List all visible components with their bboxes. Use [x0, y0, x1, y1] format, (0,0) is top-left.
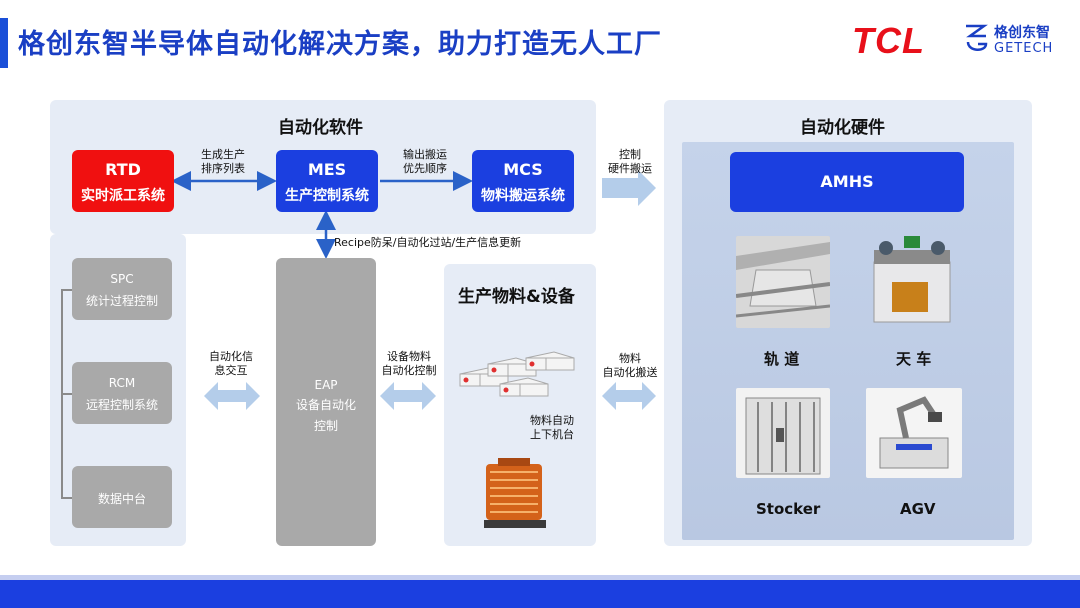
mes-eap-label: Recipe防呆/自动化过站/生产信息更新 — [334, 236, 522, 249]
material-move-block-arrow — [602, 382, 656, 410]
eap-desc1: 设备自动化 — [295, 398, 356, 412]
rtd-mes-label-line2: 排序列表 — [201, 162, 245, 175]
rtd-mes-label-line1: 生成生产 — [201, 148, 245, 161]
data-platform-box[interactable]: 数据中台 — [72, 466, 172, 528]
mes-mcs-label-line2: 优先顺序 — [403, 162, 447, 175]
equipment-image — [454, 344, 586, 402]
getech-logo-en: GETECH — [994, 41, 1054, 56]
rcm-desc: 远程控制系统 — [85, 398, 158, 412]
materials-panel-title: 生产物料&设备 — [458, 287, 575, 307]
mes-mcs-label-line1: 输出搬运 — [403, 148, 447, 161]
mes-name: MES — [307, 160, 347, 179]
stocker-image — [736, 388, 830, 478]
getech-logo-cn: 格创东智 — [994, 25, 1050, 41]
stocker-caption: Stocker — [756, 500, 821, 518]
eap-equip-label-line1: 设备物料 — [387, 350, 431, 363]
eap-equip-block-arrow — [380, 382, 436, 410]
control-label-line2: 硬件搬运 — [608, 162, 652, 175]
eap-box[interactable]: EAP 设备自动化 控制 — [276, 258, 376, 546]
mcs-desc: 物料搬运系统 — [481, 188, 565, 204]
eap-equip-label: 设备物料 自动化控制 — [374, 350, 444, 378]
material-move-label-line1: 物料 — [619, 352, 641, 365]
rtd-box[interactable]: RTD 实时派工系统 — [72, 150, 174, 212]
material-move-label-line2: 自动化搬送 — [602, 366, 658, 379]
software-panel-title: 自动化软件 — [278, 118, 363, 138]
getech-logo-mark-icon — [966, 24, 988, 51]
track-caption: 轨 道 — [764, 350, 800, 368]
overhead-vehicle-caption: 天 车 — [896, 350, 932, 368]
rtd-mes-label: 生成生产 排序列表 — [188, 148, 258, 176]
amhs-box[interactable]: AMHS — [730, 152, 964, 212]
rcm-box[interactable]: RCM 远程控制系统 — [72, 362, 172, 424]
overhead-vehicle-image — [864, 236, 960, 328]
track-image — [736, 236, 830, 328]
spc-box[interactable]: SPC 统计过程控制 — [72, 258, 172, 320]
info-block-arrow — [204, 382, 260, 410]
control-label-line1: 控制 — [619, 148, 641, 161]
rcm-name: RCM — [108, 376, 136, 390]
page-title: 格创东智半导体自动化解决方案，助力打造无人工厂 — [18, 29, 662, 60]
footer-accent-bar — [0, 575, 1080, 580]
rtd-name: RTD — [105, 160, 141, 179]
material-updown-label-line1: 物料自动 — [530, 414, 574, 427]
agv-image — [866, 388, 962, 478]
mcs-box[interactable]: MCS 物料搬运系统 — [472, 150, 574, 212]
control-block-arrow — [602, 170, 656, 206]
tcl-logo: TCL — [852, 20, 925, 61]
spc-name: SPC — [110, 272, 134, 286]
mes-mcs-label: 输出搬运 优先顺序 — [390, 148, 460, 176]
wafer-cassette-image — [478, 458, 552, 530]
agv-caption: AGV — [900, 500, 936, 518]
mcs-name: MCS — [503, 160, 543, 179]
hardware-panel-title: 自动化硬件 — [800, 118, 885, 138]
eap-name: EAP — [314, 378, 338, 392]
info-exchange-label: 自动化信 息交互 — [196, 350, 266, 378]
control-label: 控制 硬件搬运 — [598, 148, 662, 176]
data-platform-name: 数据中台 — [97, 492, 146, 506]
mes-desc: 生产控制系统 — [285, 188, 369, 204]
eap-desc2: 控制 — [313, 419, 338, 433]
mes-box[interactable]: MES 生产控制系统 — [276, 150, 378, 212]
spc-desc: 统计过程控制 — [85, 294, 158, 308]
title-accent-bar — [0, 18, 8, 68]
rtd-desc: 实时派工系统 — [81, 188, 165, 204]
getech-logo: 格创东智 GETECH — [962, 20, 1072, 60]
eap-equip-label-line2: 自动化控制 — [381, 364, 437, 377]
material-updown-label: 物料自动 上下机台 — [522, 414, 582, 442]
info-exchange-label-line1: 自动化信 — [209, 350, 253, 363]
footer-bar — [0, 580, 1080, 608]
material-move-label: 物料 自动化搬送 — [596, 352, 664, 380]
material-updown-label-line2: 上下机台 — [530, 428, 574, 441]
info-exchange-label-line2: 息交互 — [214, 364, 248, 377]
left-bracket — [61, 289, 72, 499]
